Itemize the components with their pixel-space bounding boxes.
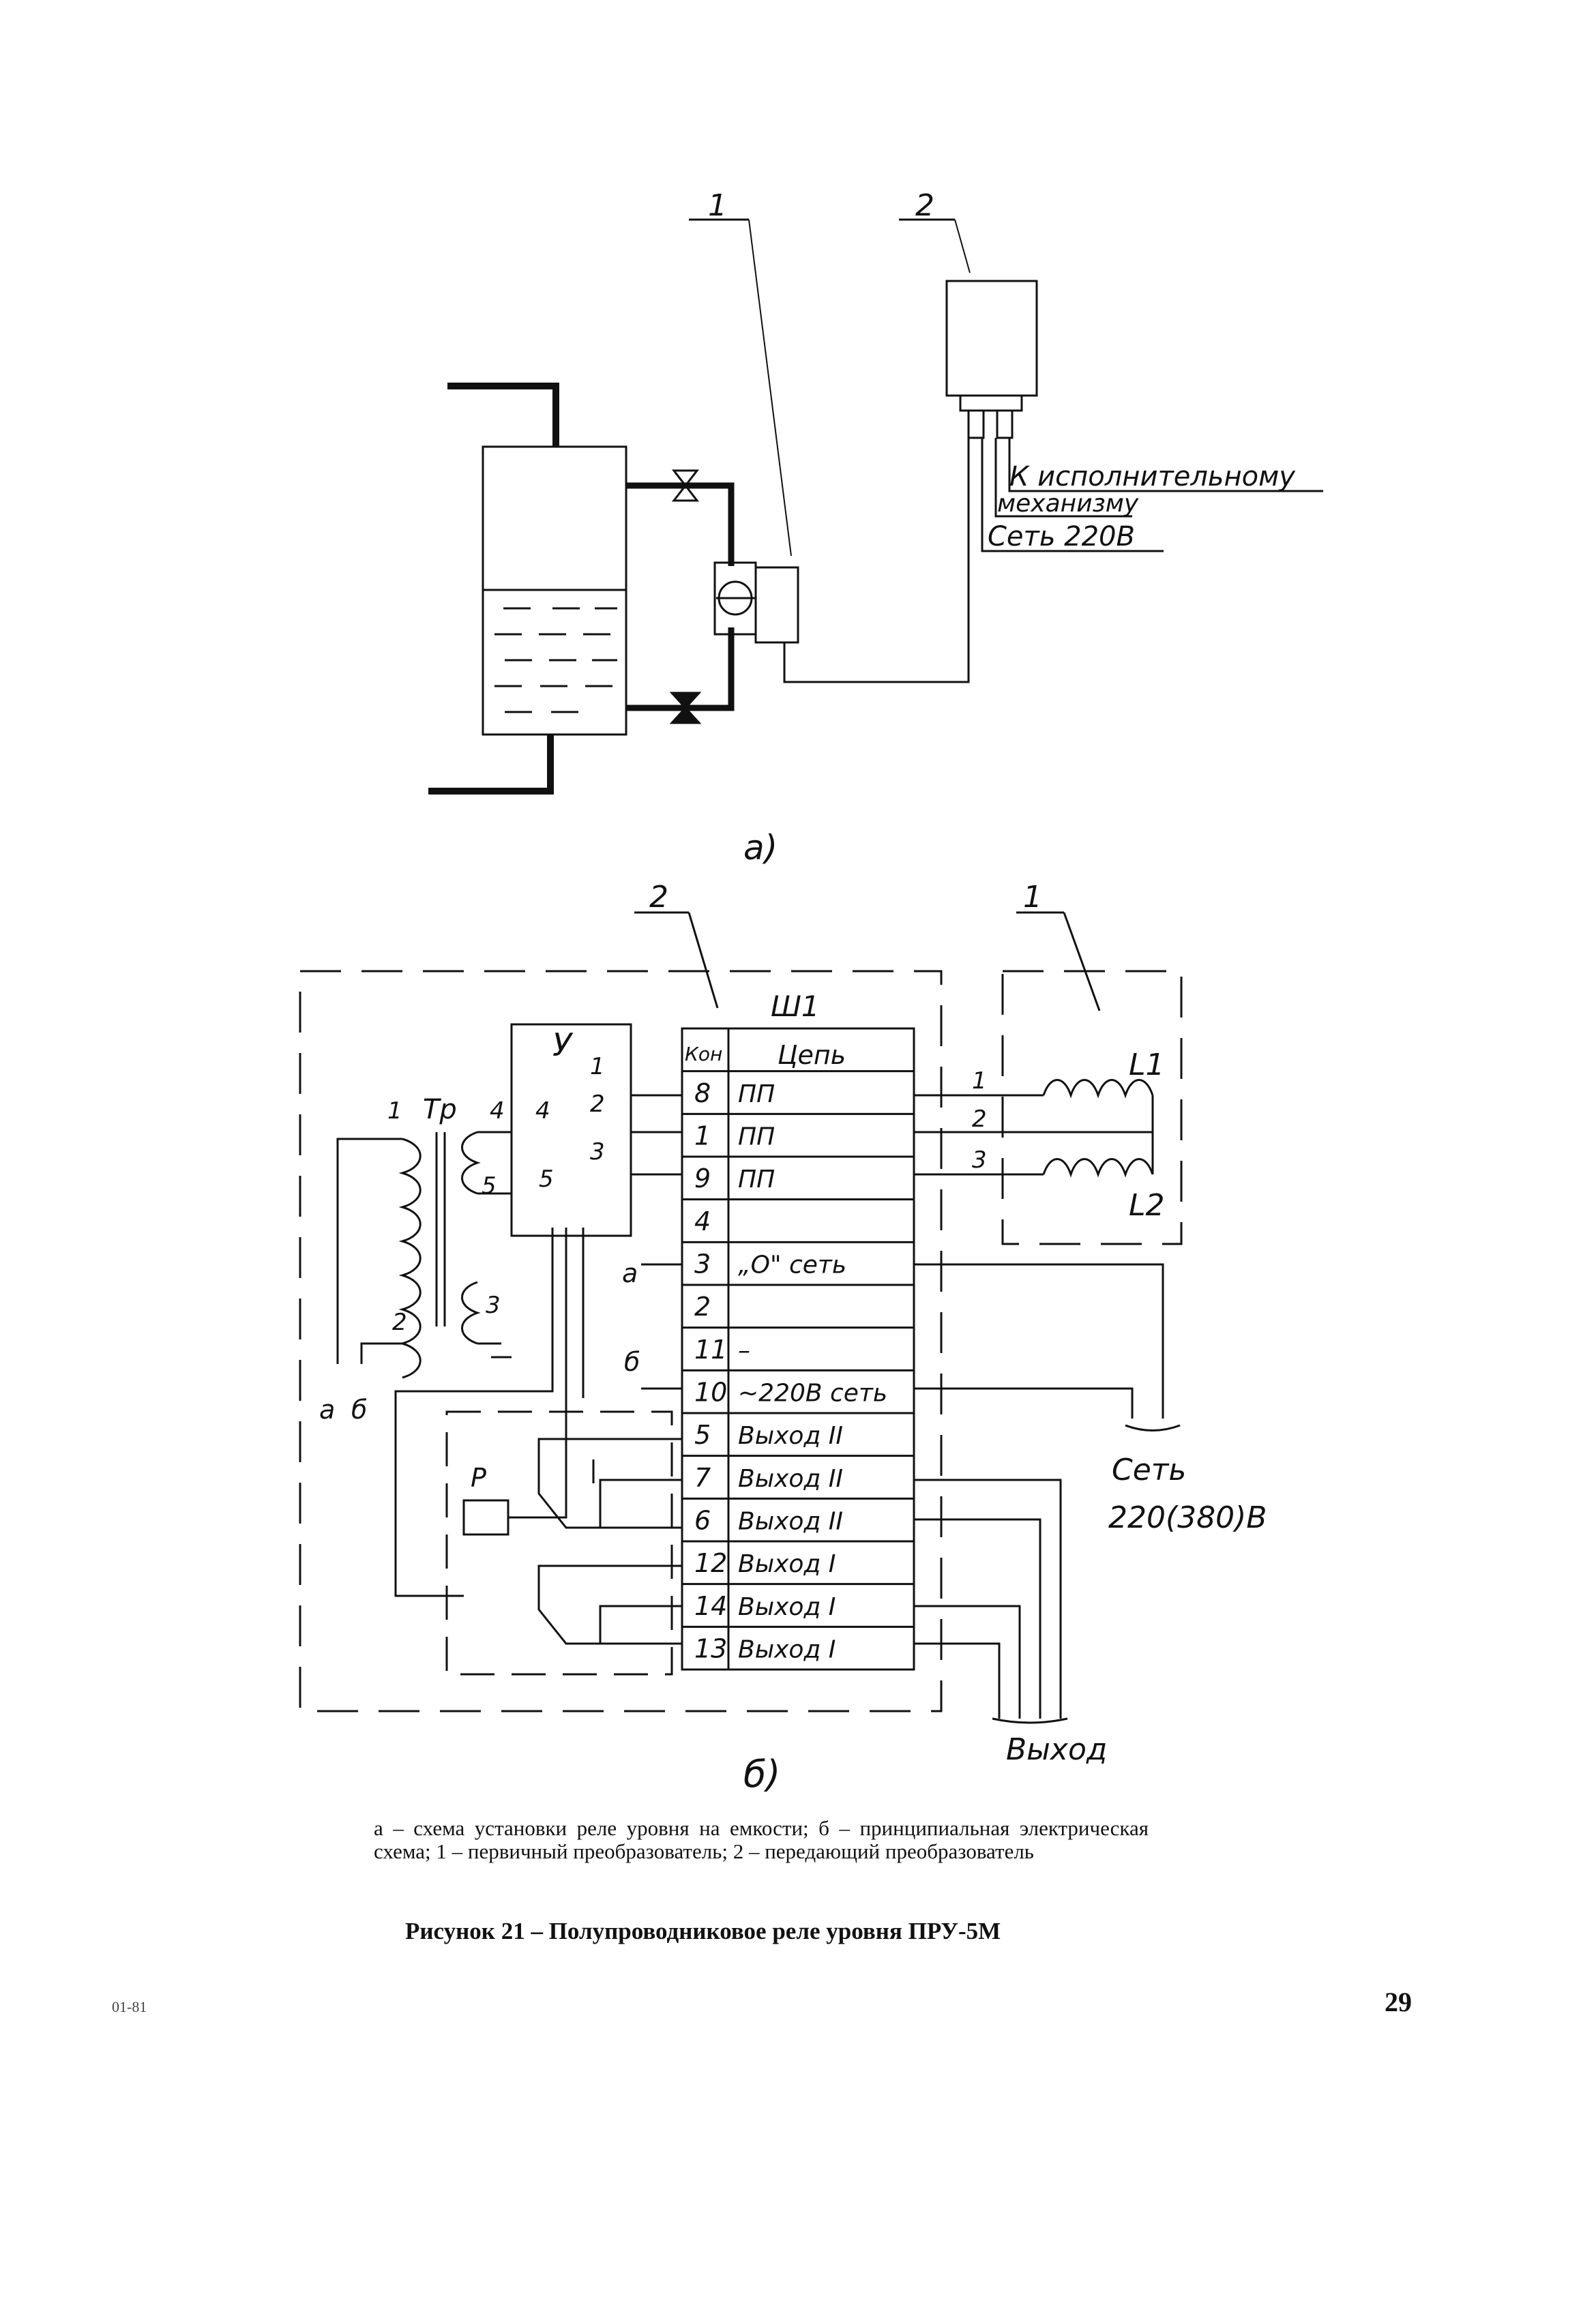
table-circuit-cell: Выход I (738, 1550, 836, 1578)
table-circuit-cell: Выход II (738, 1422, 843, 1450)
amp-terminal-5: 5 (539, 1166, 554, 1193)
line-b-label: б (624, 1347, 640, 1377)
table-contact-cell: 2 (694, 1292, 711, 1322)
actuator-label-line2: механизму (997, 490, 1139, 518)
lower-valve-icon (669, 692, 702, 724)
table-contact-cell: 11 (694, 1335, 727, 1365)
amp-terminal-1: 1 (590, 1053, 605, 1080)
figure-a (428, 218, 1323, 795)
sublabel-b: б) (743, 1753, 780, 1796)
wire-number-3: 3 (972, 1146, 987, 1174)
transmitting-converter-icon (945, 280, 1038, 397)
amp-terminal-2: 2 (590, 1091, 605, 1118)
page-number: 29 (1385, 1987, 1412, 2017)
transformer-terminal-5: 5 (482, 1172, 497, 1200)
callout-1-a: 1 (708, 188, 727, 223)
amplifier-box (510, 1023, 632, 1237)
table-header-circuit: Цепь (778, 1040, 846, 1070)
transformer-out-a: а (319, 1395, 335, 1425)
table-circuit-cell: Выход I (738, 1593, 836, 1621)
transformer-out-b: б (351, 1395, 367, 1425)
wire-number-2: 2 (972, 1106, 987, 1133)
table-contact-cell: 12 (694, 1548, 727, 1578)
page-code: 01-81 (112, 1998, 147, 2015)
table-circuit-cell: ПП (738, 1123, 775, 1151)
actuator-label-line1: К исполнительному (1009, 461, 1296, 492)
figure-title: Рисунок 21 – Полупроводниковое реле уров… (405, 1918, 1001, 1944)
figure-b (299, 911, 1183, 1712)
terminal-table (681, 1027, 915, 1671)
figure-b-wiring (336, 1079, 1181, 1724)
callout-2-a: 2 (915, 188, 934, 223)
transformer-terminal-3: 3 (486, 1292, 501, 1319)
table-circuit-cell: – (738, 1337, 750, 1365)
table-header-contact: Кон (685, 1043, 722, 1065)
table-circuit-cell: ~220В сеть (738, 1379, 887, 1407)
table-circuit-cell: ПП (738, 1080, 775, 1108)
relay-label: Р (471, 1463, 486, 1493)
table-contact-cell: 5 (694, 1420, 711, 1450)
table-contact-cell: 7 (694, 1463, 711, 1493)
table-contact-cell: 4 (694, 1206, 711, 1236)
callout-2-b: 2 (649, 880, 668, 915)
amp-terminal-3: 3 (590, 1138, 605, 1166)
table-contact-cell: 1 (694, 1121, 711, 1151)
table-circuit-cell: Выход II (738, 1507, 843, 1535)
table-circuit-cell: „О" сеть (738, 1251, 846, 1279)
transformer-label: Тр (423, 1094, 457, 1125)
connector-label: Ш1 (771, 990, 820, 1023)
table-circuit-cell: ПП (738, 1166, 775, 1193)
wire-number-1: 1 (972, 1067, 987, 1095)
network-220v-label: Сеть 220В (988, 521, 1135, 552)
table-contact-cell: 14 (694, 1591, 727, 1621)
amp-terminal-4: 4 (535, 1097, 550, 1125)
table-contact-cell: 10 (694, 1377, 727, 1407)
figure-caption: а – схема установки реле уровня на емкос… (374, 1816, 1149, 1863)
coil-l2-label: L2 (1129, 1188, 1165, 1223)
transformer-terminal-1: 1 (387, 1097, 402, 1125)
primary-converter-icon (713, 561, 799, 644)
line-a-label: а (622, 1258, 638, 1288)
table-contact-cell: 8 (694, 1078, 711, 1108)
transformer-terminal-2: 2 (392, 1309, 407, 1336)
table-circuit-cell: Выход II (738, 1465, 843, 1493)
transformer-terminal-4: 4 (490, 1097, 505, 1125)
coil-l1-label: L1 (1129, 1048, 1165, 1082)
network-label-line1: Сеть (1112, 1453, 1186, 1487)
upper-valve-icon (671, 469, 700, 502)
table-contact-cell: 6 (694, 1505, 711, 1535)
table-contact-cell: 3 (694, 1249, 711, 1279)
terminal-table-rows (682, 1070, 914, 1628)
output-label: Выход (1006, 1732, 1107, 1767)
sublabel-a: а) (743, 828, 778, 867)
table-circuit-cell: Выход I (738, 1635, 836, 1663)
amplifier-label: У (552, 1026, 574, 1063)
relay-coil (462, 1499, 509, 1536)
table-contact-cell: 13 (694, 1633, 727, 1663)
network-label-line2: 220(380)В (1108, 1500, 1267, 1535)
tank-liquid (494, 607, 617, 713)
callout-1-b: 1 (1023, 880, 1042, 915)
table-contact-cell: 9 (694, 1163, 711, 1193)
